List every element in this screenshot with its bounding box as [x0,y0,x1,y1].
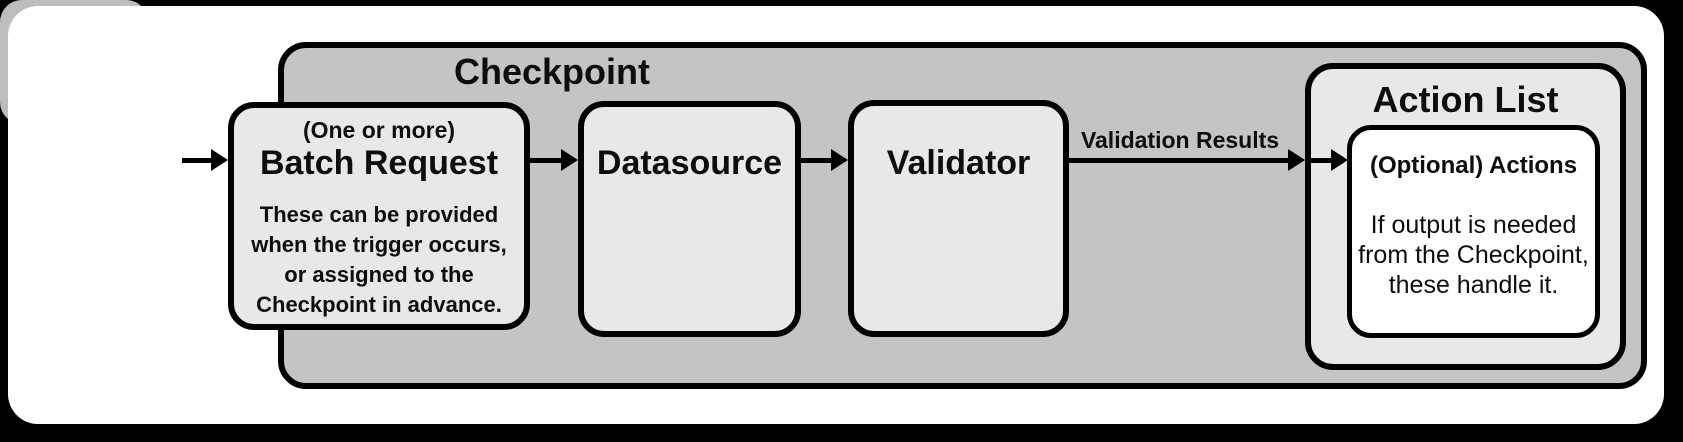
action-list-container: Action List (Optional) Actions If output… [1305,63,1626,370]
arrow-line [530,157,561,163]
actions-description: If output is needed from the Checkpoint,… [1358,211,1589,299]
arrow-head [1288,149,1305,171]
datasource-label: Datasource [596,144,783,182]
actions-node: (Optional) Actions If output is needed f… [1347,125,1600,338]
validator-label: Validator [886,144,1031,182]
checkpoint-title: Checkpoint [453,51,650,92]
action-list-title: Action List [1372,79,1559,120]
arrow-validator-to-action-list [1068,148,1305,172]
batch-request-node: (One or more) Batch Request These can be… [228,102,530,330]
arrow-head [831,149,848,171]
actions-title: (Optional) Actions [1369,152,1578,179]
batch-request-qualifier: (One or more) [302,117,456,143]
arrow-action-list-to-actions [1305,148,1348,172]
arrow-batch-request-to-datasource [530,148,578,172]
arrow-line [182,157,211,163]
batch-request-title: Batch Request [259,144,499,182]
validation-results-label: Validation Results [1080,127,1280,153]
arrow-trigger-to-batch-request [182,148,228,172]
arrow-head [1331,149,1348,171]
arrow-head [561,149,578,171]
arrow-line [1305,157,1331,163]
datasource-node: Datasource [578,101,801,337]
arrow-head [211,149,228,171]
arrow-line [1068,157,1288,163]
validator-node: Validator [848,100,1069,337]
arrow-line [800,157,831,163]
batch-request-description: These can be provided when the trigger o… [251,202,507,317]
arrow-datasource-to-validator [800,148,848,172]
